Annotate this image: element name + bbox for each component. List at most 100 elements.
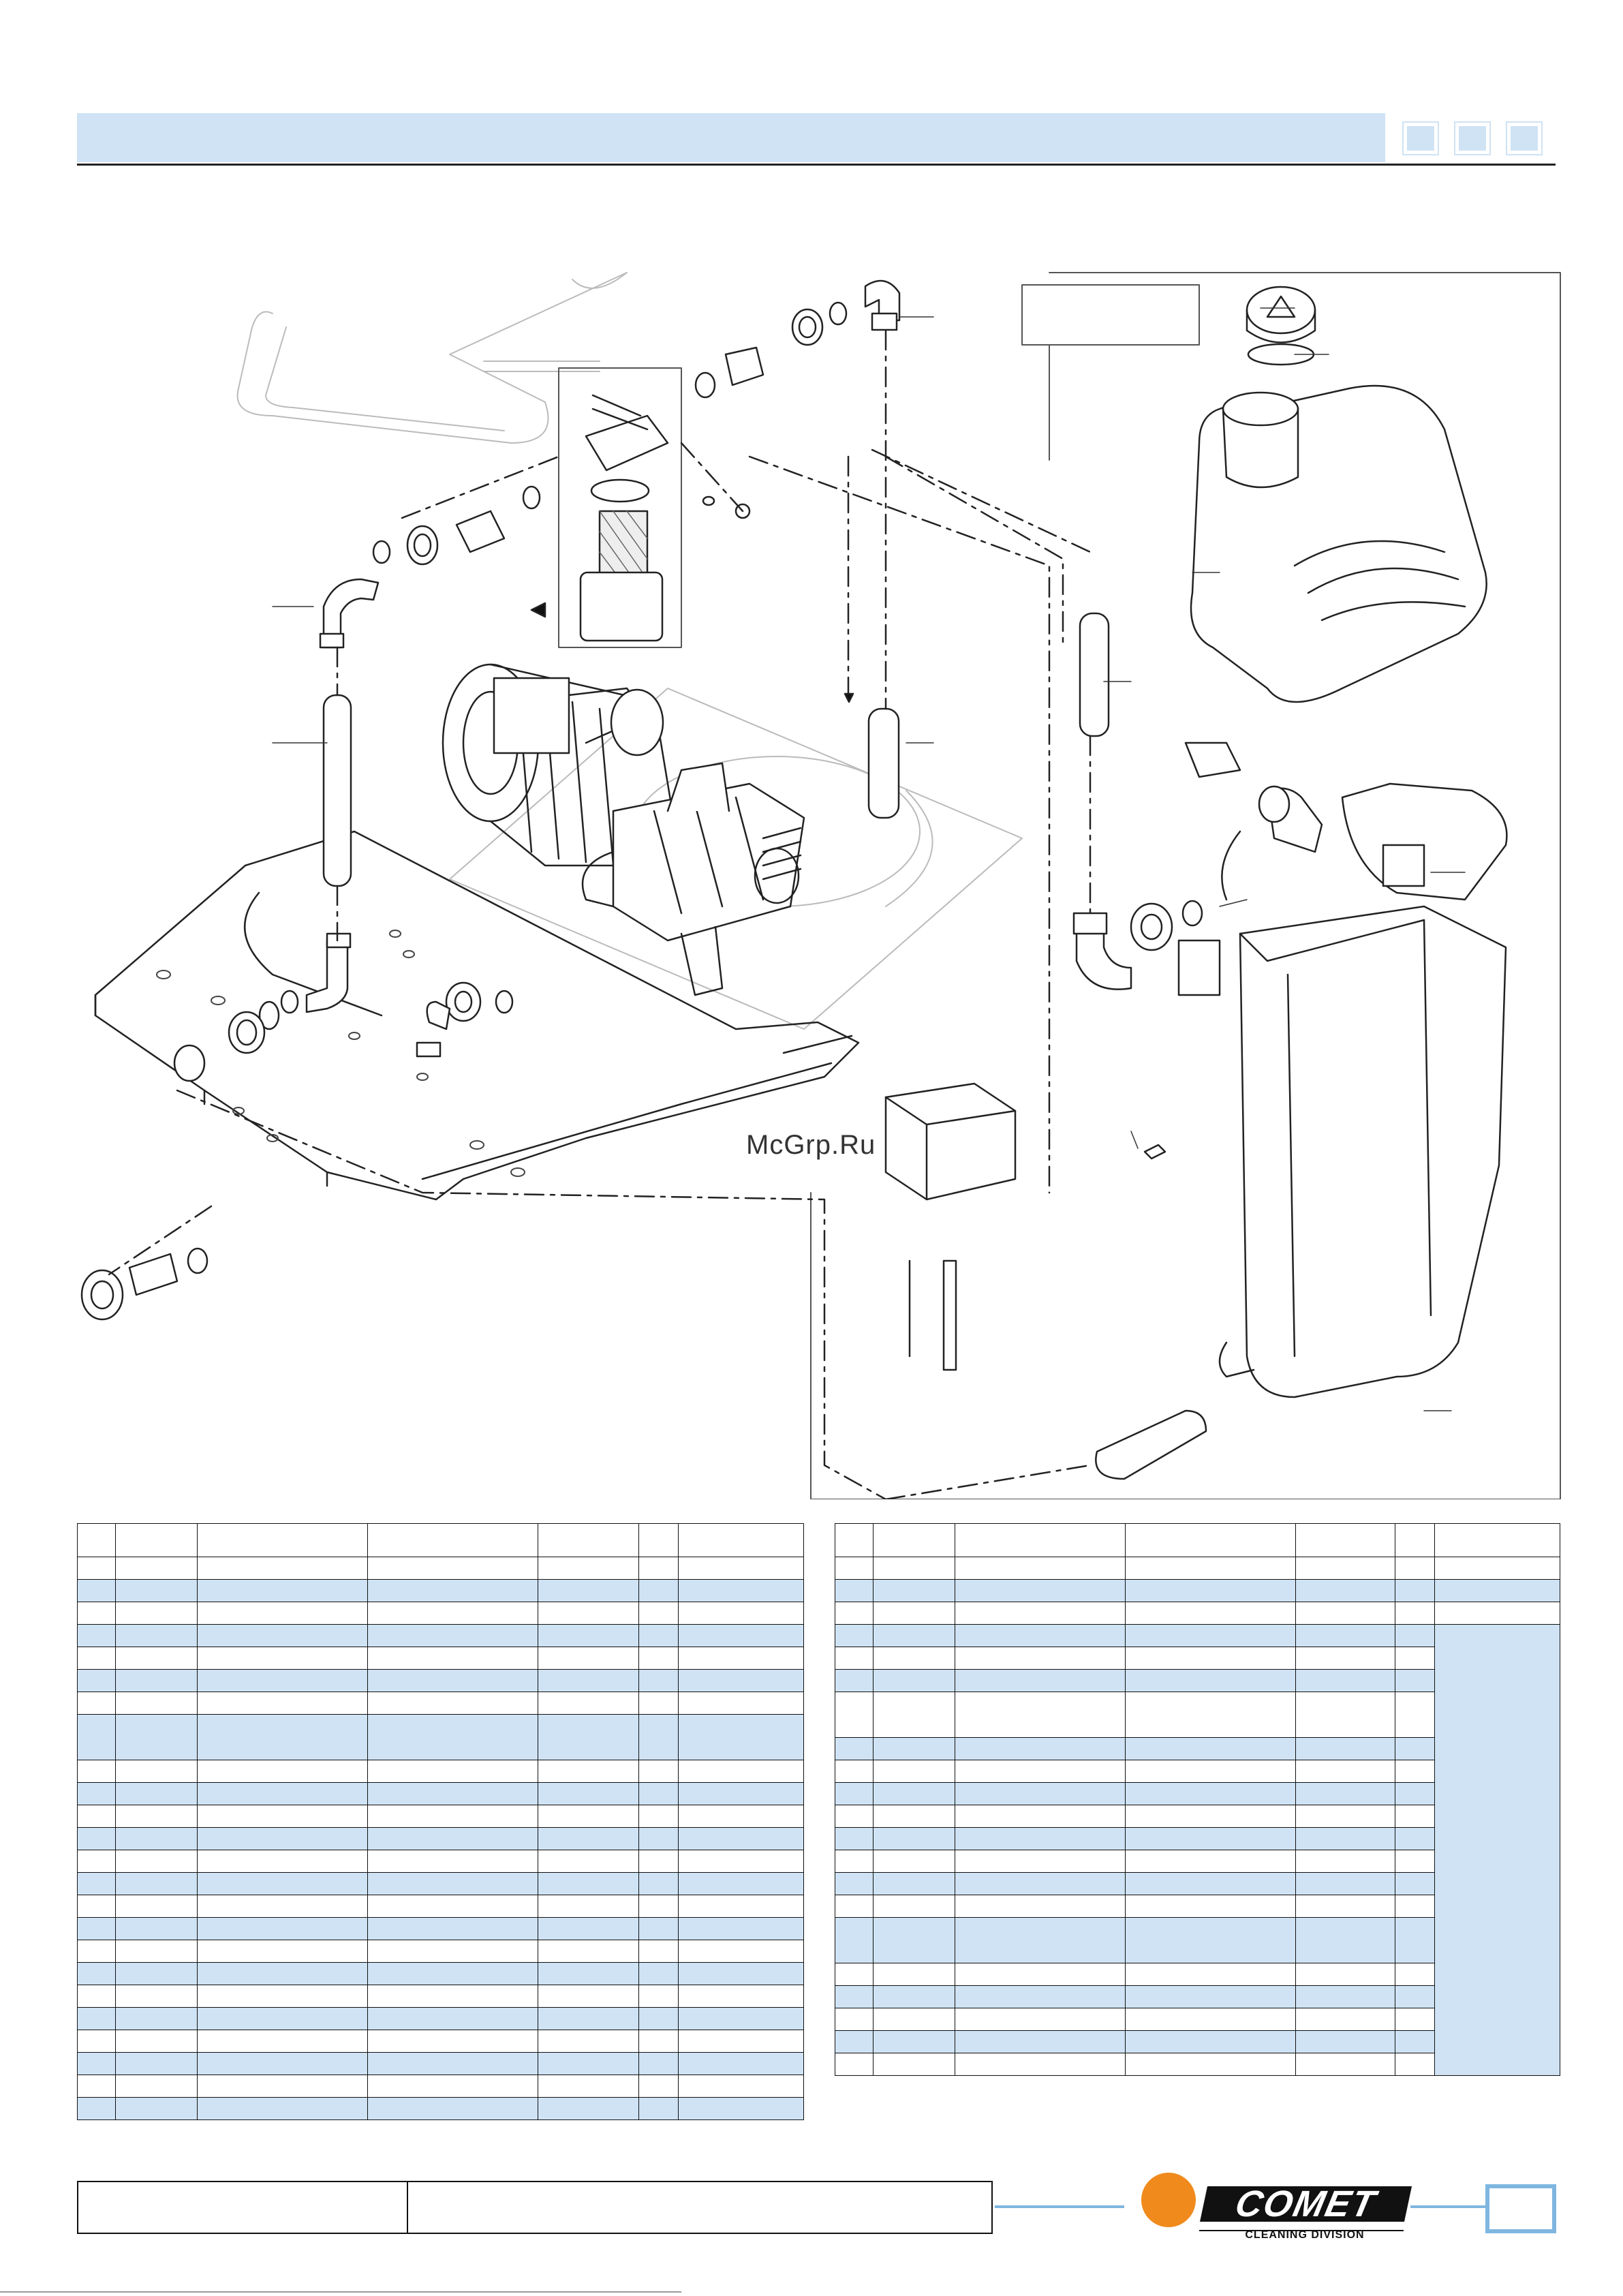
table-cell (638, 1782, 679, 1805)
table-cell (1125, 1760, 1296, 1783)
table-cell (77, 1827, 116, 1850)
table-cell (115, 1805, 198, 1828)
table-cell (115, 1895, 198, 1918)
table-row (77, 1850, 804, 1873)
table-cell (538, 1985, 639, 2008)
table-cell (1125, 1782, 1296, 1805)
table-cell (955, 1963, 1126, 1986)
table-row (77, 1602, 804, 1625)
table-header-cell (197, 1523, 368, 1557)
table-cell (638, 2097, 679, 2120)
table-cell (678, 1557, 804, 1580)
table-cell (1434, 1602, 1560, 1625)
table-cell (835, 2053, 874, 2076)
table-cell (367, 1782, 538, 1805)
table-cell (115, 1962, 198, 1985)
table-header-cell (678, 1523, 804, 1557)
table-cell (538, 1714, 639, 1760)
table-row (77, 1669, 804, 1692)
footer-line-left (995, 2205, 1124, 2208)
table-header-cell (1125, 1523, 1296, 1557)
table-cell (115, 1647, 198, 1670)
table-cell (1295, 1895, 1395, 1918)
table-cell (115, 2097, 198, 2120)
table-cell (1125, 1827, 1296, 1850)
table-row (835, 1669, 1560, 1692)
table-cell (77, 1985, 116, 2008)
table-cell (367, 1827, 538, 1850)
table-cell (678, 1917, 804, 1940)
table-row (835, 1985, 1560, 2008)
table-cell (835, 1647, 874, 1670)
table-cell (638, 2052, 679, 2075)
table-cell (835, 1872, 874, 1895)
table-cell (1295, 1737, 1395, 1760)
table-cell (1125, 1917, 1296, 1963)
table-cell (638, 1940, 679, 1963)
table-cell (955, 2053, 1126, 2076)
table-cell (638, 1557, 679, 1580)
table-row (77, 1917, 804, 1940)
table-cell (197, 1692, 368, 1715)
table-cell (1125, 1692, 1296, 1738)
table-cell (678, 1872, 804, 1895)
table-row (77, 2097, 804, 2120)
table-cell (367, 1579, 538, 1602)
table-cell (1295, 2008, 1395, 2031)
table-cell (1125, 1872, 1296, 1895)
logo-tagline: CLEANING DIVISION (1245, 2229, 1364, 2241)
table-cell (115, 1669, 198, 1692)
table-row (835, 1579, 1560, 1602)
table-cell (873, 1579, 955, 1602)
table-cell (538, 1557, 639, 1580)
table-cell (1434, 1557, 1560, 1580)
table-cell (115, 2007, 198, 2030)
table-cell (955, 1850, 1126, 1873)
page-number-box (1485, 2184, 1556, 2233)
table-cell (115, 2030, 198, 2053)
table-cell (678, 1714, 804, 1760)
table-cell (367, 1940, 538, 1963)
table-cell (873, 1557, 955, 1580)
table-cell (955, 1692, 1126, 1738)
table-cell (367, 1602, 538, 1625)
table-cell (77, 2097, 116, 2120)
table-header-cell (1434, 1523, 1560, 1557)
comet-logo-icon: COMET CLEANING DIVISION (1141, 2173, 1412, 2241)
table-cell (538, 1850, 639, 1873)
table-cell (77, 1624, 116, 1647)
table-cell (638, 1579, 679, 1602)
table-cell (873, 1895, 955, 1918)
table-row (835, 1917, 1560, 1963)
table-cell (1125, 1985, 1296, 2008)
table-cell (678, 2007, 804, 2030)
table-cell (678, 2052, 804, 2075)
table-cell (367, 1714, 538, 1760)
watermark: McGrp.Ru (746, 1130, 876, 1160)
table-row (835, 1760, 1560, 1783)
table-cell (197, 2030, 368, 2053)
table-cell (1125, 1624, 1296, 1647)
table-cell (873, 1602, 955, 1625)
table-cell (873, 1963, 955, 1986)
table-cell (77, 1579, 116, 1602)
table-cell (1295, 1872, 1395, 1895)
table-cell (638, 1624, 679, 1647)
table-cell (835, 1579, 874, 1602)
table-row (835, 1737, 1560, 1760)
table-row (77, 1760, 804, 1783)
table-cell (955, 1579, 1126, 1602)
table-cell (77, 1647, 116, 1670)
table-cell (1125, 1647, 1296, 1670)
table-cell (1125, 1805, 1296, 1828)
table-cell (367, 1647, 538, 1670)
table-cell (638, 2007, 679, 2030)
table-cell (1295, 1917, 1395, 1963)
table-cell (678, 1624, 804, 1647)
table-cell (1295, 1850, 1395, 1873)
table-cell (1434, 1579, 1560, 1602)
table-cell (835, 1985, 874, 2008)
table-cell (873, 1624, 955, 1647)
table-header-cell (538, 1523, 639, 1557)
square-icon (1506, 121, 1543, 155)
